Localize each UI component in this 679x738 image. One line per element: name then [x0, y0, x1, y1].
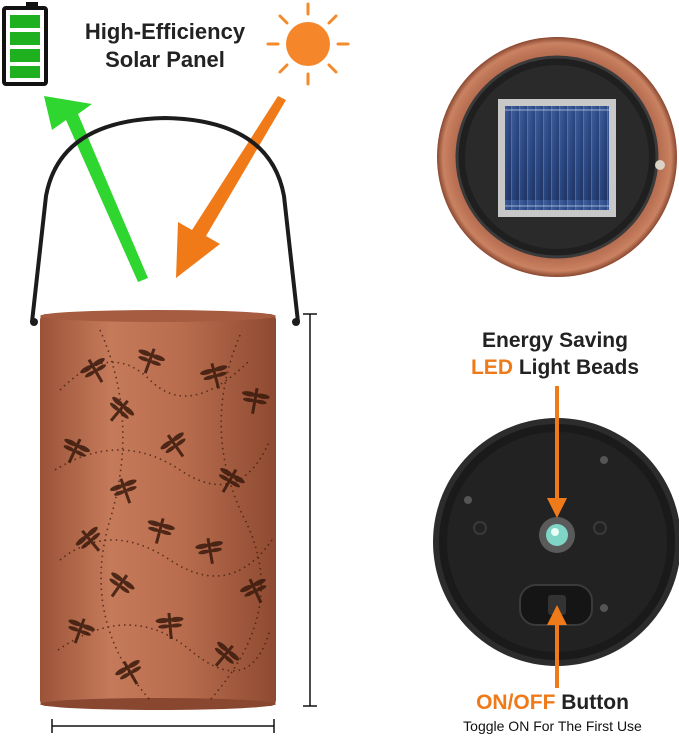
- led-highlight: LED: [470, 356, 513, 379]
- solar-panel-top-view: [437, 37, 677, 277]
- battery-icon: [2, 2, 48, 86]
- solar-label-line2: Solar Panel: [105, 47, 225, 72]
- led-rest: Light Beads: [512, 356, 639, 379]
- button-note: Toggle ON For The First Use: [463, 718, 642, 734]
- lantern-body: [40, 310, 276, 710]
- led-label-line2: LED Light Beads: [425, 354, 679, 381]
- lantern-handle: [30, 115, 300, 323]
- charge-arrow-icon: [44, 96, 148, 282]
- height-dimension: [303, 313, 317, 707]
- lantern-bottom-view: [433, 418, 679, 666]
- sunlight-arrow-icon: [176, 96, 286, 278]
- button-pointer: [547, 605, 567, 688]
- button-highlight: ON/OFF: [476, 691, 556, 714]
- button-label: ON/OFF Button: [430, 690, 675, 716]
- led-pointer: [547, 386, 567, 518]
- led-label-line1: Energy Saving: [482, 329, 628, 352]
- solar-panel-label: High-Efficiency Solar Panel: [70, 18, 260, 74]
- sun-icon: [266, 2, 350, 86]
- solar-label-line1: High-Efficiency: [84, 19, 246, 44]
- width-dimension: [51, 719, 275, 733]
- led-label: Energy Saving LED Light Beads: [425, 327, 679, 381]
- button-rest: Button: [555, 691, 629, 714]
